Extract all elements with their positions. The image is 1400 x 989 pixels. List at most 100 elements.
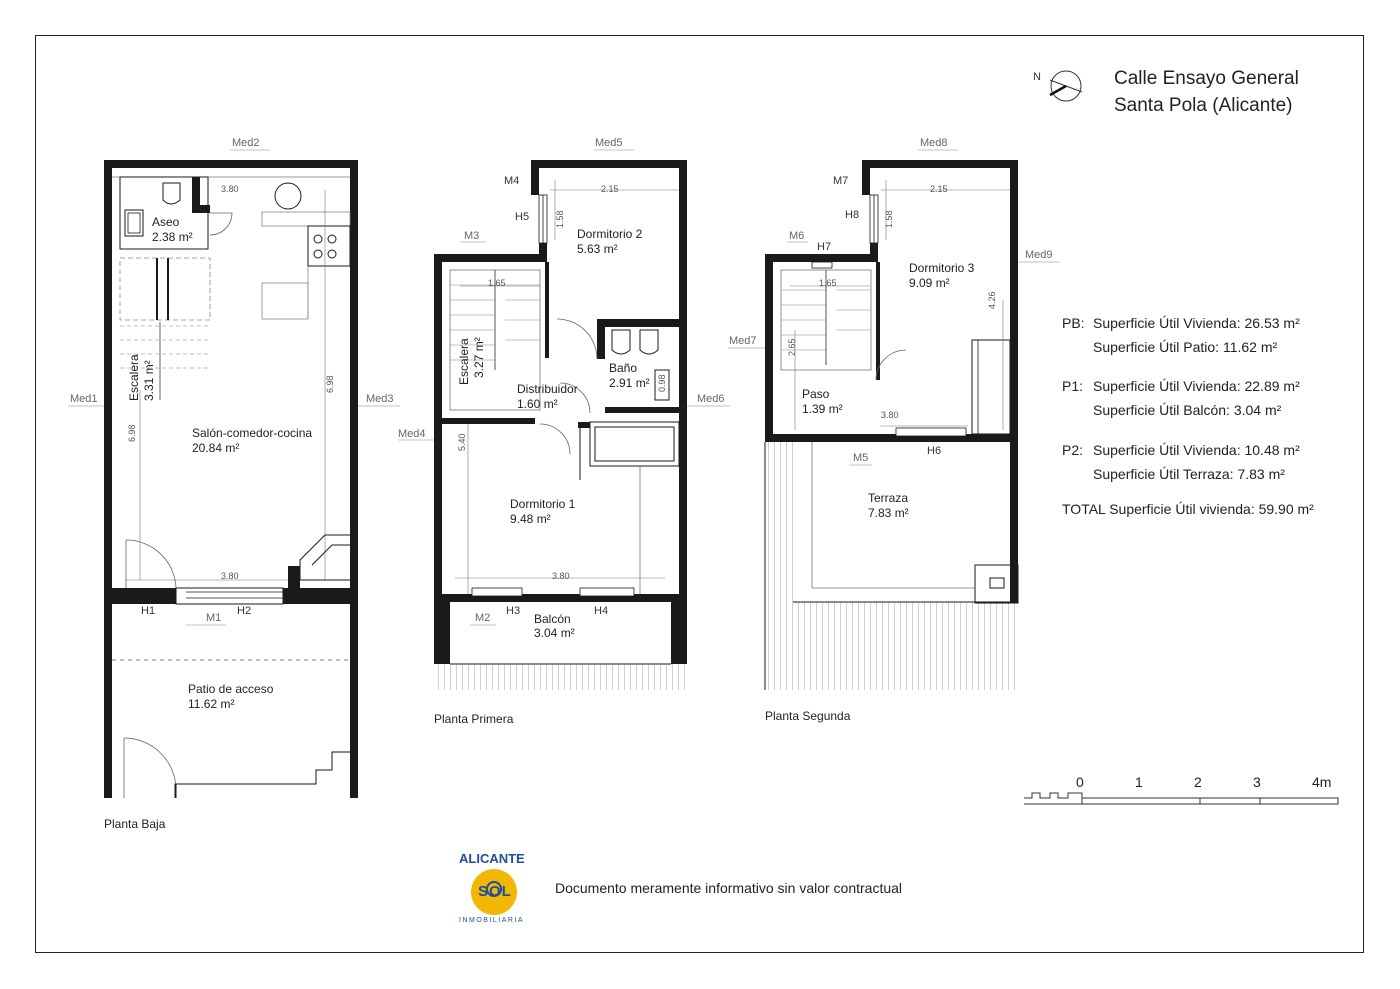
summary-pb-vivienda: Superficie Útil Vivienda: 26.53 m² bbox=[1093, 315, 1300, 331]
second-floor-label: Planta Segunda bbox=[765, 709, 851, 723]
paso-name: Paso bbox=[802, 387, 830, 401]
terraza-area: 7.83 m² bbox=[868, 506, 909, 520]
summary-pb-patio: Superficie Útil Patio: 11.62 m² bbox=[1093, 339, 1278, 355]
aseo-area: 2.38 m² bbox=[152, 230, 193, 244]
ground-floor-plan bbox=[104, 160, 358, 798]
scale-tick-4m: 4m bbox=[1312, 774, 1332, 790]
m2-label: M2 bbox=[475, 612, 491, 624]
logo-top-text: ALICANTE bbox=[459, 851, 525, 866]
first-floor-label: Planta Primera bbox=[434, 712, 514, 726]
address-line-2: Santa Pola (Alicante) bbox=[1114, 95, 1293, 116]
m4-label: M4 bbox=[504, 175, 520, 187]
escalera-p1-area: 3.27 m² bbox=[472, 337, 486, 378]
dim-second-426: 4.26 bbox=[987, 291, 997, 309]
m1-label: M1 bbox=[206, 612, 222, 624]
summary-pb-prefix: PB: bbox=[1062, 315, 1085, 331]
dim-second-265: 2.65 bbox=[787, 338, 797, 356]
drawing-frame bbox=[35, 35, 1364, 953]
dormitorio1-name: Dormitorio 1 bbox=[510, 497, 576, 511]
dim-ground-top: 3.80 bbox=[221, 184, 239, 194]
med6-label: Med6 bbox=[697, 393, 725, 405]
h7-label: H7 bbox=[817, 241, 832, 253]
med8-label: Med8 bbox=[920, 137, 948, 149]
dormitorio1-area: 9.48 m² bbox=[510, 512, 551, 526]
summary-p1-vivienda: Superficie Útil Vivienda: 22.89 m² bbox=[1093, 378, 1300, 394]
dormitorio2-area: 5.63 m² bbox=[577, 242, 618, 256]
salon-area: 20.84 m² bbox=[192, 441, 240, 455]
first-floor-plan bbox=[434, 160, 687, 690]
bano-area: 2.91 m² bbox=[609, 376, 650, 390]
north-arrow-icon bbox=[1049, 70, 1083, 102]
balcon-name: Balcón bbox=[534, 612, 571, 626]
disclaimer-text: Documento meramente informativo sin valo… bbox=[555, 880, 903, 896]
dim-ground-bottom: 3.80 bbox=[221, 571, 239, 581]
h3-label: H3 bbox=[506, 605, 521, 617]
aseo-name: Aseo bbox=[152, 215, 180, 229]
dim-first-stair: 1.65 bbox=[488, 278, 506, 288]
paso-area: 1.39 m² bbox=[802, 402, 843, 416]
terraza-name: Terraza bbox=[868, 491, 909, 505]
h4-label: H4 bbox=[594, 605, 609, 617]
logo-bottom-text: INMOBILIARIA bbox=[459, 917, 525, 924]
escalera-p1-name: Escalera bbox=[457, 338, 471, 385]
north-label: N bbox=[1033, 71, 1041, 83]
h2-label: H2 bbox=[237, 605, 252, 617]
med7-label: Med7 bbox=[729, 335, 757, 347]
dim-first-158: 1.58 bbox=[555, 210, 565, 228]
dormitorio2-name: Dormitorio 2 bbox=[577, 227, 643, 241]
scale-tick-1: 1 bbox=[1135, 774, 1143, 790]
leader-lines bbox=[68, 149, 1060, 626]
med3-label: Med3 bbox=[366, 393, 394, 405]
scale-tick-0: 0 bbox=[1076, 774, 1084, 790]
med5-label: Med5 bbox=[595, 137, 623, 149]
med2-label: Med2 bbox=[232, 137, 260, 149]
bano-name: Baño bbox=[609, 361, 638, 375]
h1-label: H1 bbox=[141, 605, 156, 617]
dim-second-top: 2.15 bbox=[930, 184, 948, 194]
m3-label: M3 bbox=[464, 230, 480, 242]
med9-label: Med9 bbox=[1025, 249, 1053, 261]
escalera-pb-name: Escalera bbox=[127, 354, 141, 401]
med1-label: Med1 bbox=[70, 393, 98, 405]
scale-tick-2: 2 bbox=[1194, 774, 1202, 790]
dormitorio3-name: Dormitorio 3 bbox=[909, 261, 975, 275]
dim-ground-right: 6.98 bbox=[325, 375, 335, 393]
h8-label: H8 bbox=[845, 209, 860, 221]
logo-mid-text: SOL bbox=[478, 883, 512, 900]
dormitorio3-area: 9.09 m² bbox=[909, 276, 950, 290]
m6-label: M6 bbox=[789, 230, 805, 242]
dim-first-540: 5.40 bbox=[457, 433, 467, 451]
distribuidor-name: Distribuidor bbox=[517, 382, 578, 396]
alicante-sol-logo bbox=[471, 869, 517, 915]
summary-p1-prefix: P1: bbox=[1062, 378, 1084, 394]
med4-label: Med4 bbox=[398, 428, 426, 440]
m5-label: M5 bbox=[853, 452, 869, 464]
h5-label: H5 bbox=[515, 211, 530, 223]
distribuidor-area: 1.60 m² bbox=[517, 397, 558, 411]
dim-first-top: 2.15 bbox=[601, 184, 619, 194]
summary-p2-terraza: Superficie Útil Terraza: 7.83 m² bbox=[1093, 466, 1285, 482]
m7-label: M7 bbox=[833, 175, 849, 187]
address-line-1: Calle Ensayo General bbox=[1114, 68, 1299, 89]
salon-name: Salón-comedor-cocina bbox=[192, 426, 313, 440]
scale-tick-3: 3 bbox=[1253, 774, 1261, 790]
patio-area: 11.62 m² bbox=[188, 697, 235, 711]
balcon-area: 3.04 m² bbox=[534, 626, 575, 640]
ground-floor-label: Planta Baja bbox=[104, 817, 166, 831]
patio-name: Patio de acceso bbox=[188, 682, 274, 696]
second-floor-plan bbox=[764, 160, 1019, 690]
summary-p2-vivienda: Superficie Útil Vivienda: 10.48 m² bbox=[1093, 442, 1300, 458]
summary-p2-prefix: P2: bbox=[1062, 442, 1084, 458]
dim-second-stair: 1.65 bbox=[819, 278, 837, 288]
dim-second-bottom: 3.80 bbox=[881, 410, 899, 420]
h6-label: H6 bbox=[927, 445, 942, 457]
dim-first-bottom: 3.80 bbox=[552, 571, 570, 581]
dim-second-158: 1.58 bbox=[884, 210, 894, 228]
dim-ground-left: 6.98 bbox=[127, 424, 137, 442]
escalera-pb-area: 3.31 m² bbox=[142, 360, 156, 401]
graphic-scale bbox=[1024, 792, 1339, 805]
summary-p1-balcon: Superficie Útil Balcón: 3.04 m² bbox=[1093, 402, 1282, 418]
summary-total: TOTAL Superficie Útil vivienda: 59.90 m² bbox=[1062, 501, 1314, 517]
dim-first-bath: 0.98 bbox=[657, 374, 667, 392]
